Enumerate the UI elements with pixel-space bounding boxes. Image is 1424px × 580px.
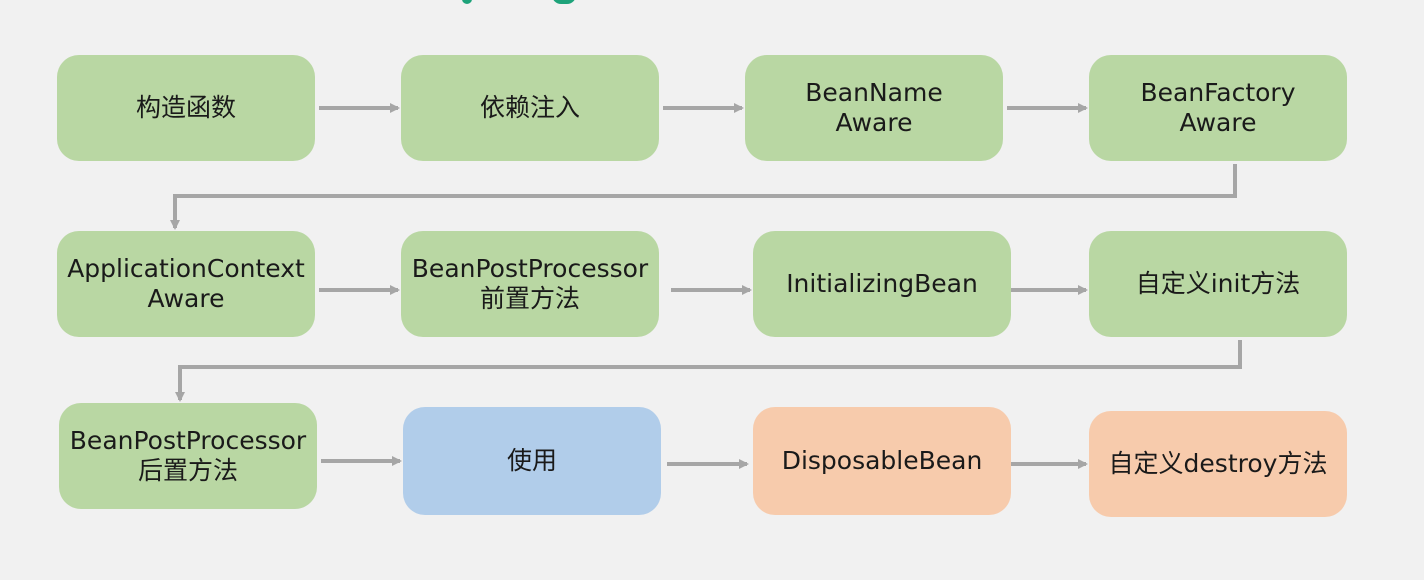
step-beanfactory-aware: BeanFactory Aware	[1089, 55, 1347, 161]
arrow	[175, 340, 1242, 402]
step-custom-init: 自定义init方法	[1089, 231, 1347, 337]
step-disposablebean: DisposableBean	[753, 407, 1011, 515]
step-postprocessor-after: BeanPostProcessor 后置方法	[59, 403, 317, 509]
title-fragment	[552, 0, 576, 4]
step-use: 使用	[403, 407, 661, 515]
step-beanname-aware: BeanName Aware	[745, 55, 1003, 161]
step-constructor: 构造函数	[57, 55, 315, 161]
step-dependency-injection: 依赖注入	[401, 55, 659, 161]
step-postprocessor-before: BeanPostProcessor 前置方法	[401, 231, 659, 337]
title-fragment	[462, 0, 472, 4]
step-custom-destroy: 自定义destroy方法	[1089, 411, 1347, 517]
step-applicationcontext-aware: ApplicationContext Aware	[57, 231, 315, 337]
step-initializingbean: InitializingBean	[753, 231, 1011, 337]
arrow	[170, 164, 1237, 230]
